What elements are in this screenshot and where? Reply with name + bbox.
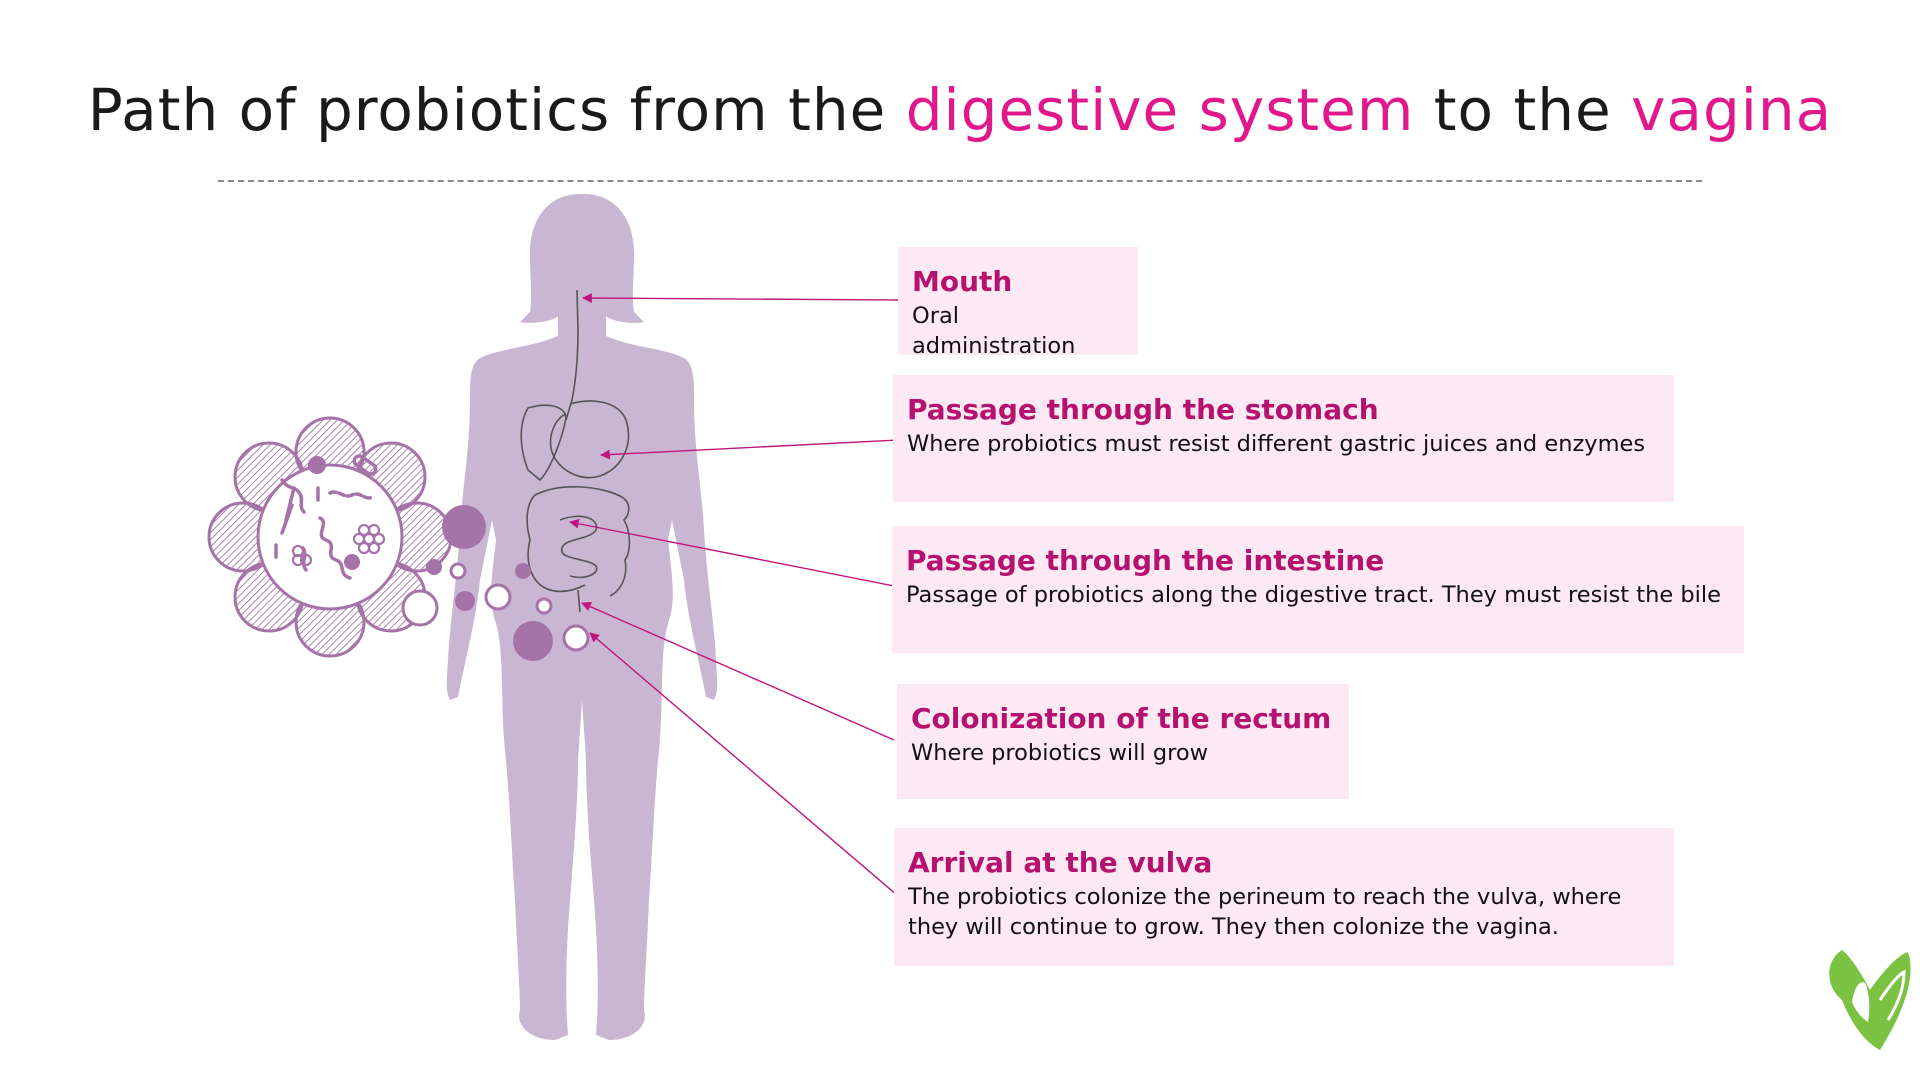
leader-lines	[569, 293, 899, 896]
step-box-stomach: Passage through the stomach Where probio…	[893, 375, 1674, 502]
leader-line-mouth	[582, 293, 899, 303]
page-title: Path of probiotics from the digestive sy…	[0, 76, 1920, 144]
leader-line-vulva	[589, 632, 898, 896]
step-heading: Arrival at the vulva	[908, 846, 1213, 879]
step-description: Passage of probiotics along the digestiv…	[906, 582, 1721, 608]
title-part-2: to the	[1414, 76, 1632, 144]
leader-line-rectum	[581, 602, 895, 741]
step-description: Oral administration	[912, 303, 1076, 359]
title-part-1: Path of probiotics from the	[87, 76, 906, 144]
step-description: Where probiotics must resist different g…	[907, 431, 1646, 457]
title-divider	[218, 180, 1702, 182]
step-description: The probiotics colonize the perineum to …	[908, 884, 1622, 940]
leader-line-stomach	[600, 439, 899, 460]
title-accent-digestive: digestive system	[905, 76, 1415, 144]
step-heading: Colonization of the rectum	[911, 702, 1332, 735]
step-heading: Passage through the stomach	[907, 393, 1379, 426]
step-box-mouth: Mouth Oral administration	[898, 247, 1138, 359]
bacteria-cluster-icon	[207, 416, 453, 658]
step-box-vulva: Arrival at the vulva The probiotics colo…	[894, 828, 1674, 966]
step-description: Where probiotics will grow	[911, 740, 1209, 766]
human-silhouette	[446, 194, 718, 1040]
leader-line-intestine	[569, 518, 895, 587]
title-accent-vagina: vagina	[1631, 76, 1833, 144]
probiotic-bubbles	[401, 505, 590, 661]
digestive-tract	[520, 289, 631, 613]
step-heading: Passage through the intestine	[906, 544, 1385, 577]
step-heading: Mouth	[912, 265, 1013, 298]
step-box-intestine: Passage through the intestine Passage of…	[892, 526, 1744, 653]
step-box-rectum: Colonization of the rectum Where probiot…	[897, 684, 1349, 799]
heart-leaf-logo-icon	[1829, 950, 1911, 1050]
